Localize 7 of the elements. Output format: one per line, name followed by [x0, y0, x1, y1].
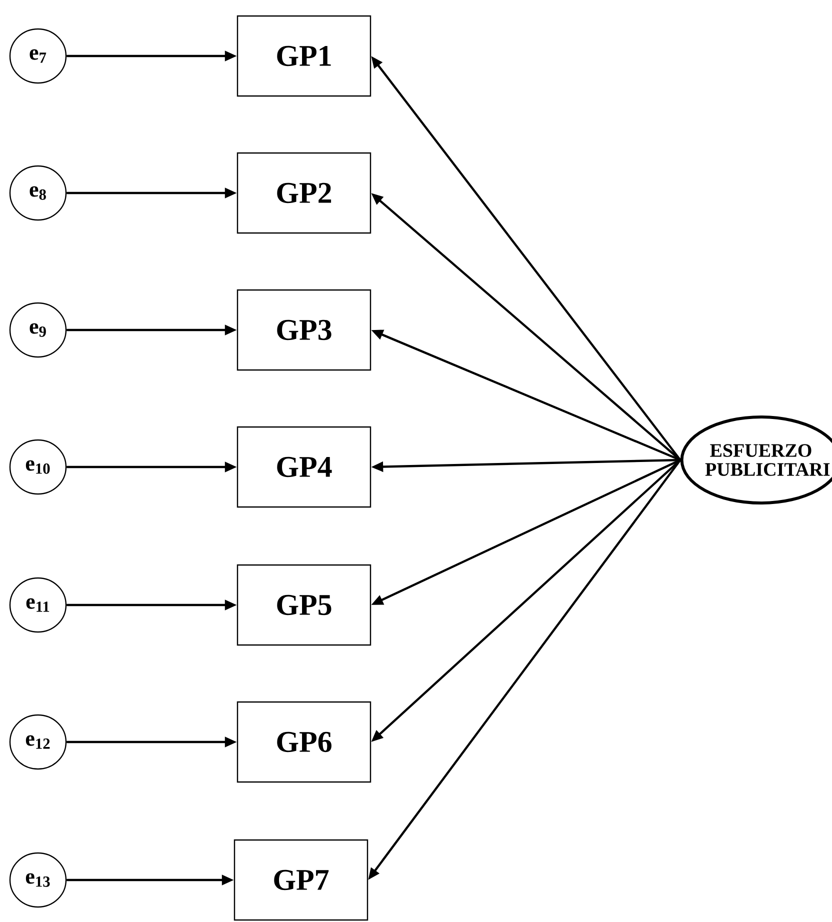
- variable-box: GP6: [236, 701, 372, 783]
- variable-box: GP5: [236, 564, 372, 646]
- variable-box: GP4: [236, 426, 372, 508]
- variable-box: GP3: [236, 289, 372, 371]
- variable-box: GP1: [236, 15, 372, 97]
- variable-box: GP7: [234, 839, 368, 921]
- variable-box: GP2: [236, 152, 372, 234]
